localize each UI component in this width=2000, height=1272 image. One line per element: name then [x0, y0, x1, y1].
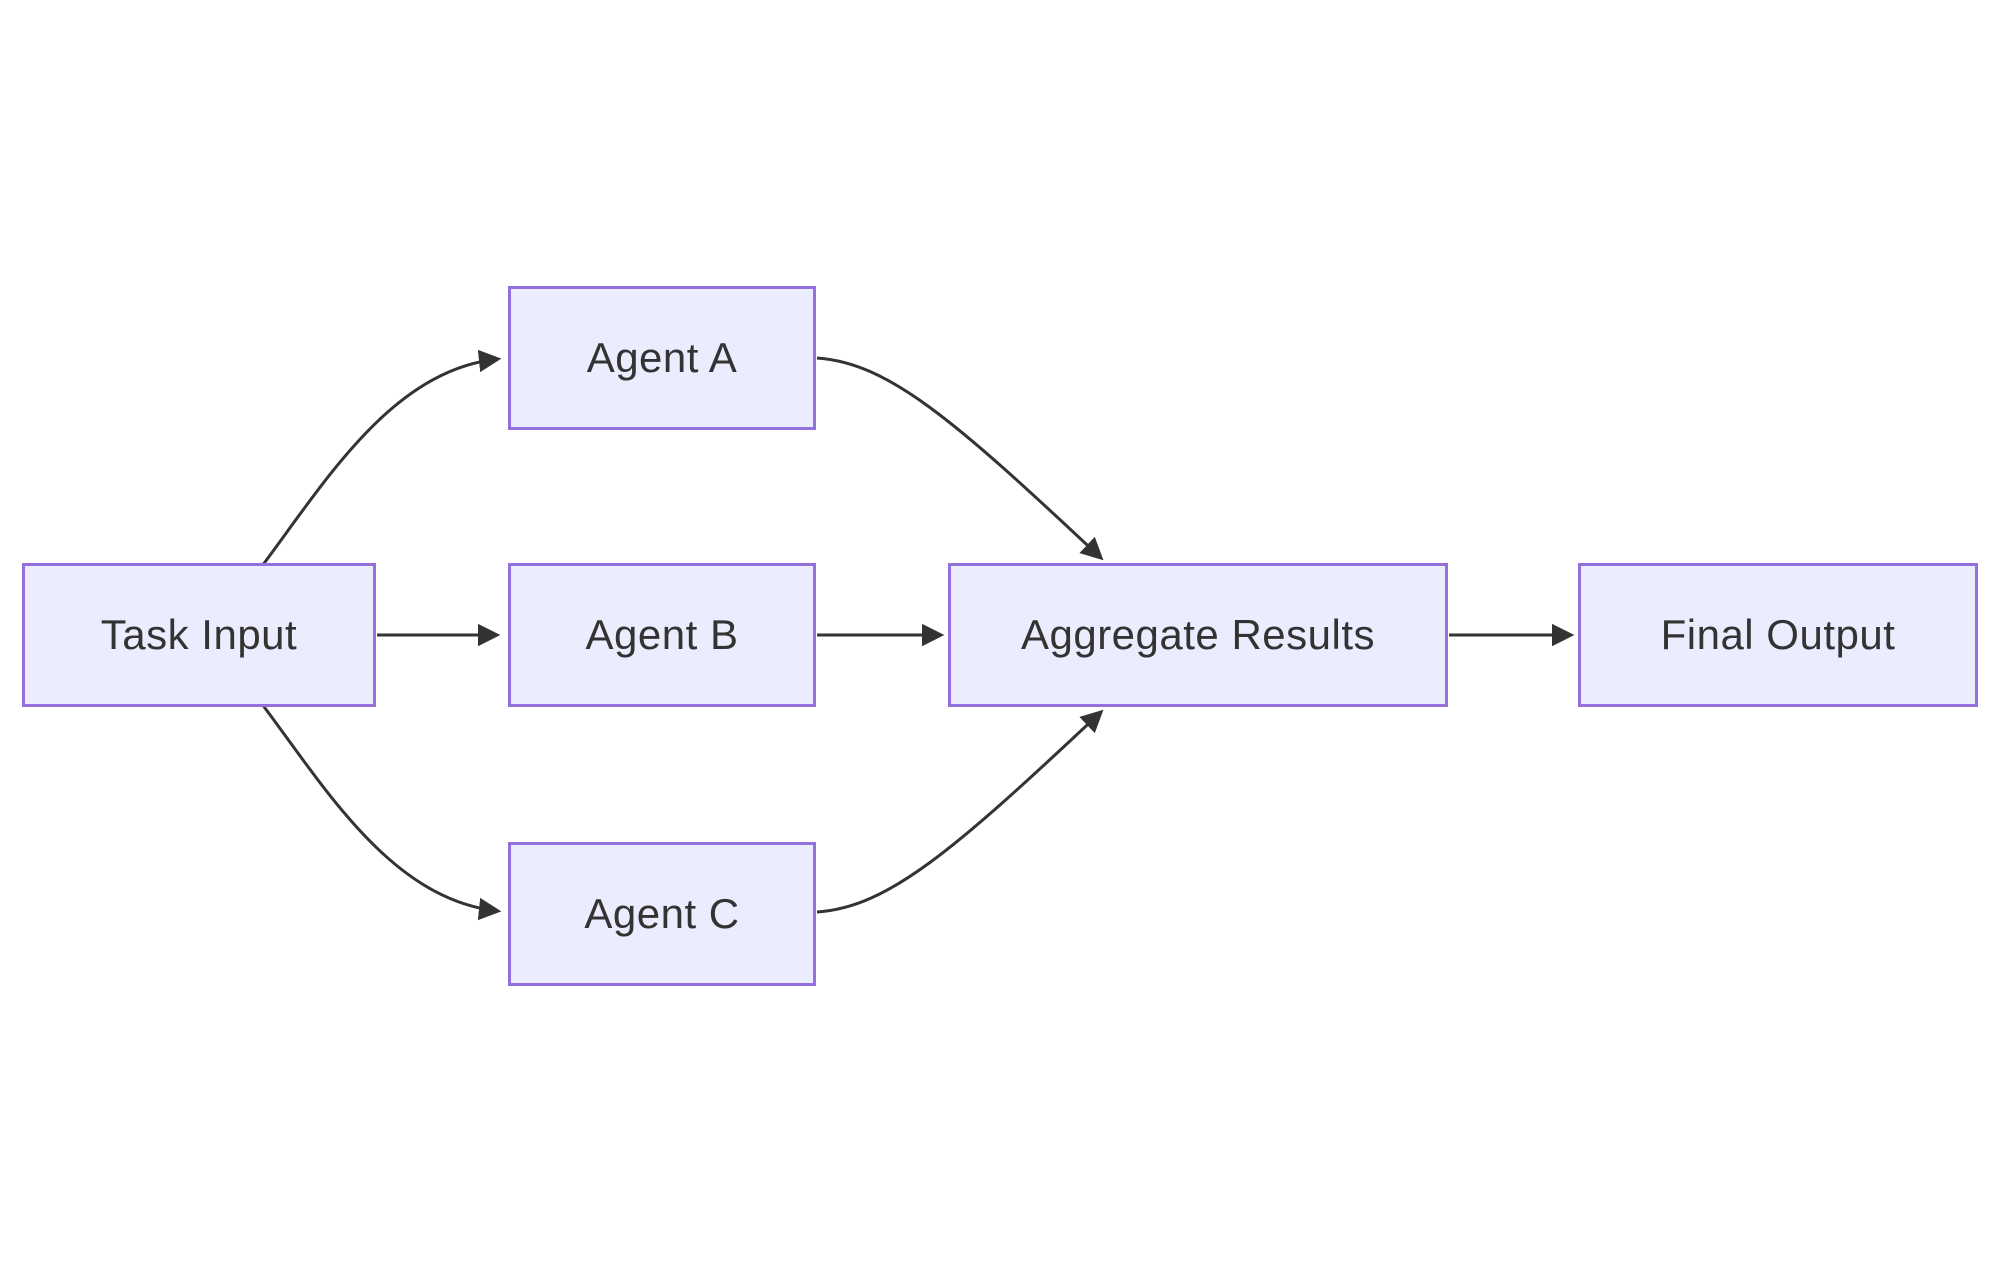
node-agent-a: Agent A — [508, 286, 816, 430]
node-agent-c: Agent C — [508, 842, 816, 986]
node-agent-b: Agent B — [508, 563, 816, 707]
edge-agent-c-to-aggregate-results — [816, 709, 1104, 914]
node-aggregate-results-label: Aggregate Results — [1020, 611, 1376, 658]
node-final-output-label: Final Output — [1660, 611, 1896, 658]
edge-agent-a-to-aggregate-results — [816, 356, 1104, 561]
node-agent-a-label: Agent A — [586, 334, 738, 381]
node-agent-b-label: Agent B — [585, 611, 739, 658]
edge-task-input-to-agent-a — [260, 349, 502, 567]
node-task-input: Task Input — [22, 563, 376, 707]
node-aggregate-results: Aggregate Results — [948, 563, 1448, 707]
edge-task-input-to-agent-c — [260, 703, 502, 921]
node-task-input-label: Task Input — [100, 611, 298, 658]
node-agent-c-label: Agent C — [584, 890, 740, 937]
node-final-output: Final Output — [1578, 563, 1978, 707]
